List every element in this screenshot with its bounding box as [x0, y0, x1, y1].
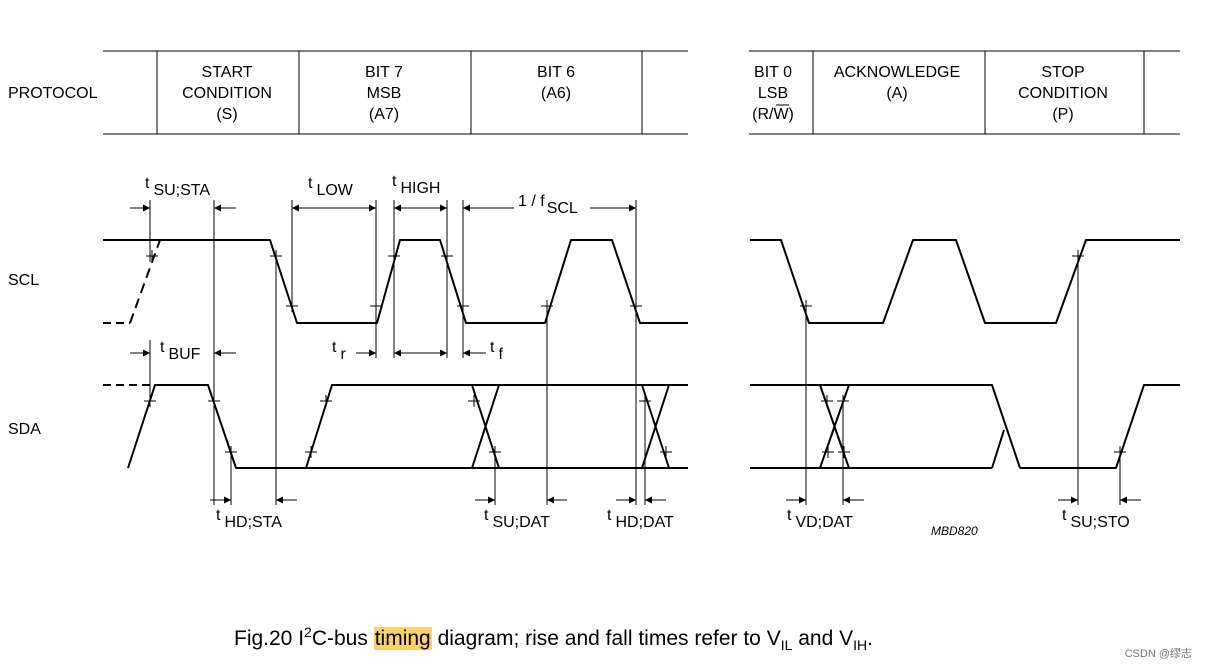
cell-start-line2: CONDITION — [182, 85, 272, 102]
cell-bit6-line2: (A6) — [541, 85, 571, 102]
cell-ack-line1: ACKNOWLEDGE — [834, 64, 960, 81]
cell-bit6-line1: BIT 6 — [537, 64, 575, 81]
cell-bit7-line1: BIT 7 — [365, 64, 403, 81]
sda-label: SDA — [8, 421, 41, 438]
threshold-ticks — [144, 250, 1126, 458]
cell-start-line3: (S) — [216, 106, 237, 123]
sda-waveform — [103, 384, 1180, 469]
cell-stop-line3: (P) — [1052, 106, 1073, 123]
reference-lines — [149, 200, 1121, 505]
cell-bit0-line1: BIT 0 — [754, 64, 792, 81]
cell-bit7-line2: MSB — [367, 85, 402, 102]
protocol-row-label: PROTOCOL — [8, 85, 98, 102]
cell-bit0-line3: (R/W) — [752, 106, 794, 123]
scl-label: SCL — [8, 272, 39, 289]
cell-start-line1: START — [202, 64, 253, 81]
protocol-table — [103, 50, 1180, 135]
highlighted-word: timing — [373, 627, 432, 650]
cell-stop-line1: STOP — [1041, 64, 1084, 81]
cell-bit7-line3: (A7) — [369, 106, 399, 123]
watermark: CSDN @缪志 — [1124, 648, 1192, 660]
figure-code: MBD820 — [931, 524, 978, 538]
cell-ack-line2: (A) — [886, 85, 907, 102]
figure-caption: Fig.20 I2C-bus timing diagram; rise and … — [234, 624, 873, 653]
cell-stop-line2: CONDITION — [1018, 85, 1108, 102]
cell-bit0-line2: LSB — [758, 85, 788, 102]
dimension-arrows — [130, 204, 1141, 504]
scl-waveform — [103, 239, 1180, 324]
